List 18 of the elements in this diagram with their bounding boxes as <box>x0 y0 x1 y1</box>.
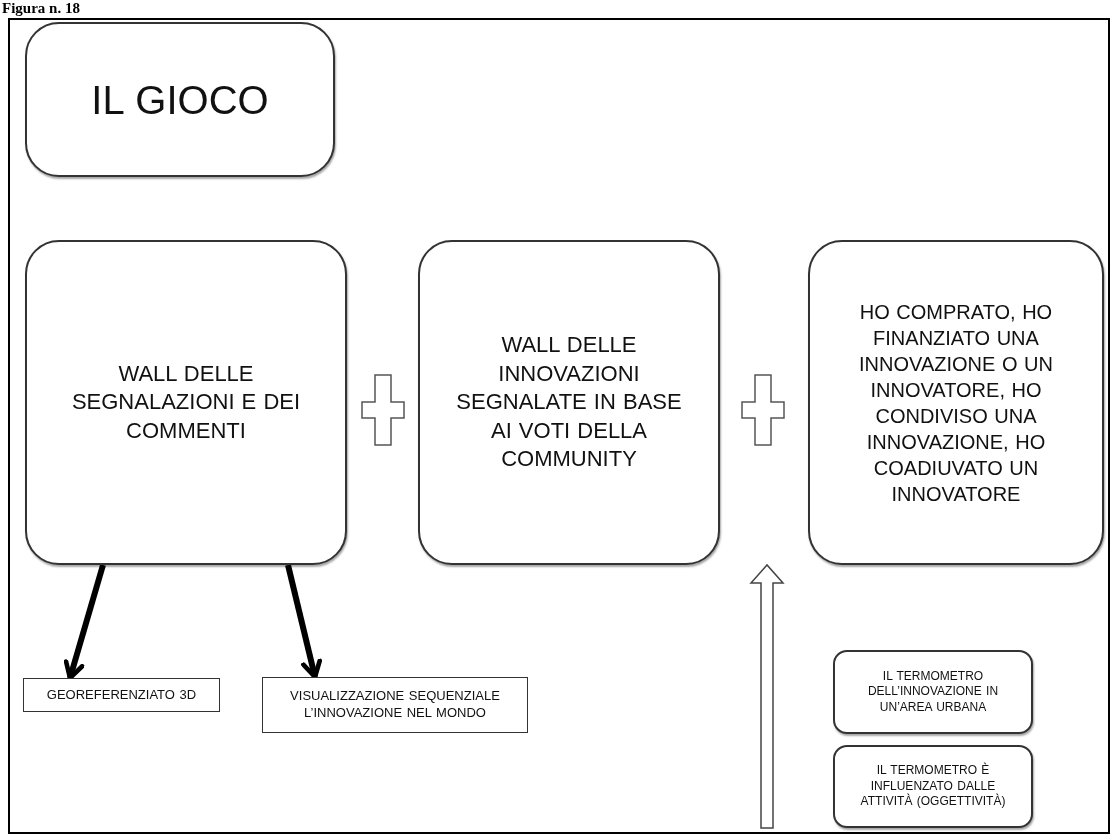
hollow-arrow <box>749 563 785 829</box>
label-box <box>23 678 220 712</box>
rounded-box <box>833 650 1033 734</box>
box-text: HO COMPRATO, HO FINANZIATO UNA INNOVAZIONE O UN INNOVATORE, HO CONDIVISO UNA INNOVAZIONE, HO COADIUVATO UN INNOVATORE <box>858 299 1054 507</box>
box-text: IL TERMOMETRO È INFLUENZATO DALLE ATTIVITÀ (OGGETTIVITÀ) <box>859 763 1007 810</box>
rounded-box <box>808 240 1104 565</box>
figure-title: Figura n. 18 <box>2 0 80 17</box>
box-text: WALL DELLE INNOVAZIONI SEGNALATE IN BASE AI VOTI DELLA COMMUNITY <box>455 331 683 474</box>
box-text: IL GIOCO <box>91 76 269 124</box>
label-box <box>262 677 528 733</box>
box-text: VISUALIZZAZIONE SEQUENZIALE L’INNOVAZIONE NEL MONDO <box>289 688 501 722</box>
box-text: GEOREFERENZIATO 3D <box>46 686 197 704</box>
box-text: IL TERMOMETRO DELL’INNOVAZIONE IN UN’AREA URBANA <box>866 668 1000 716</box>
rounded-box <box>25 240 347 565</box>
rounded-box <box>25 22 335 177</box>
box-text: WALL DELLE SEGNALAZIONI E DEI COMMENTI <box>71 359 301 445</box>
rounded-box <box>418 240 720 565</box>
rounded-box <box>833 745 1033 828</box>
